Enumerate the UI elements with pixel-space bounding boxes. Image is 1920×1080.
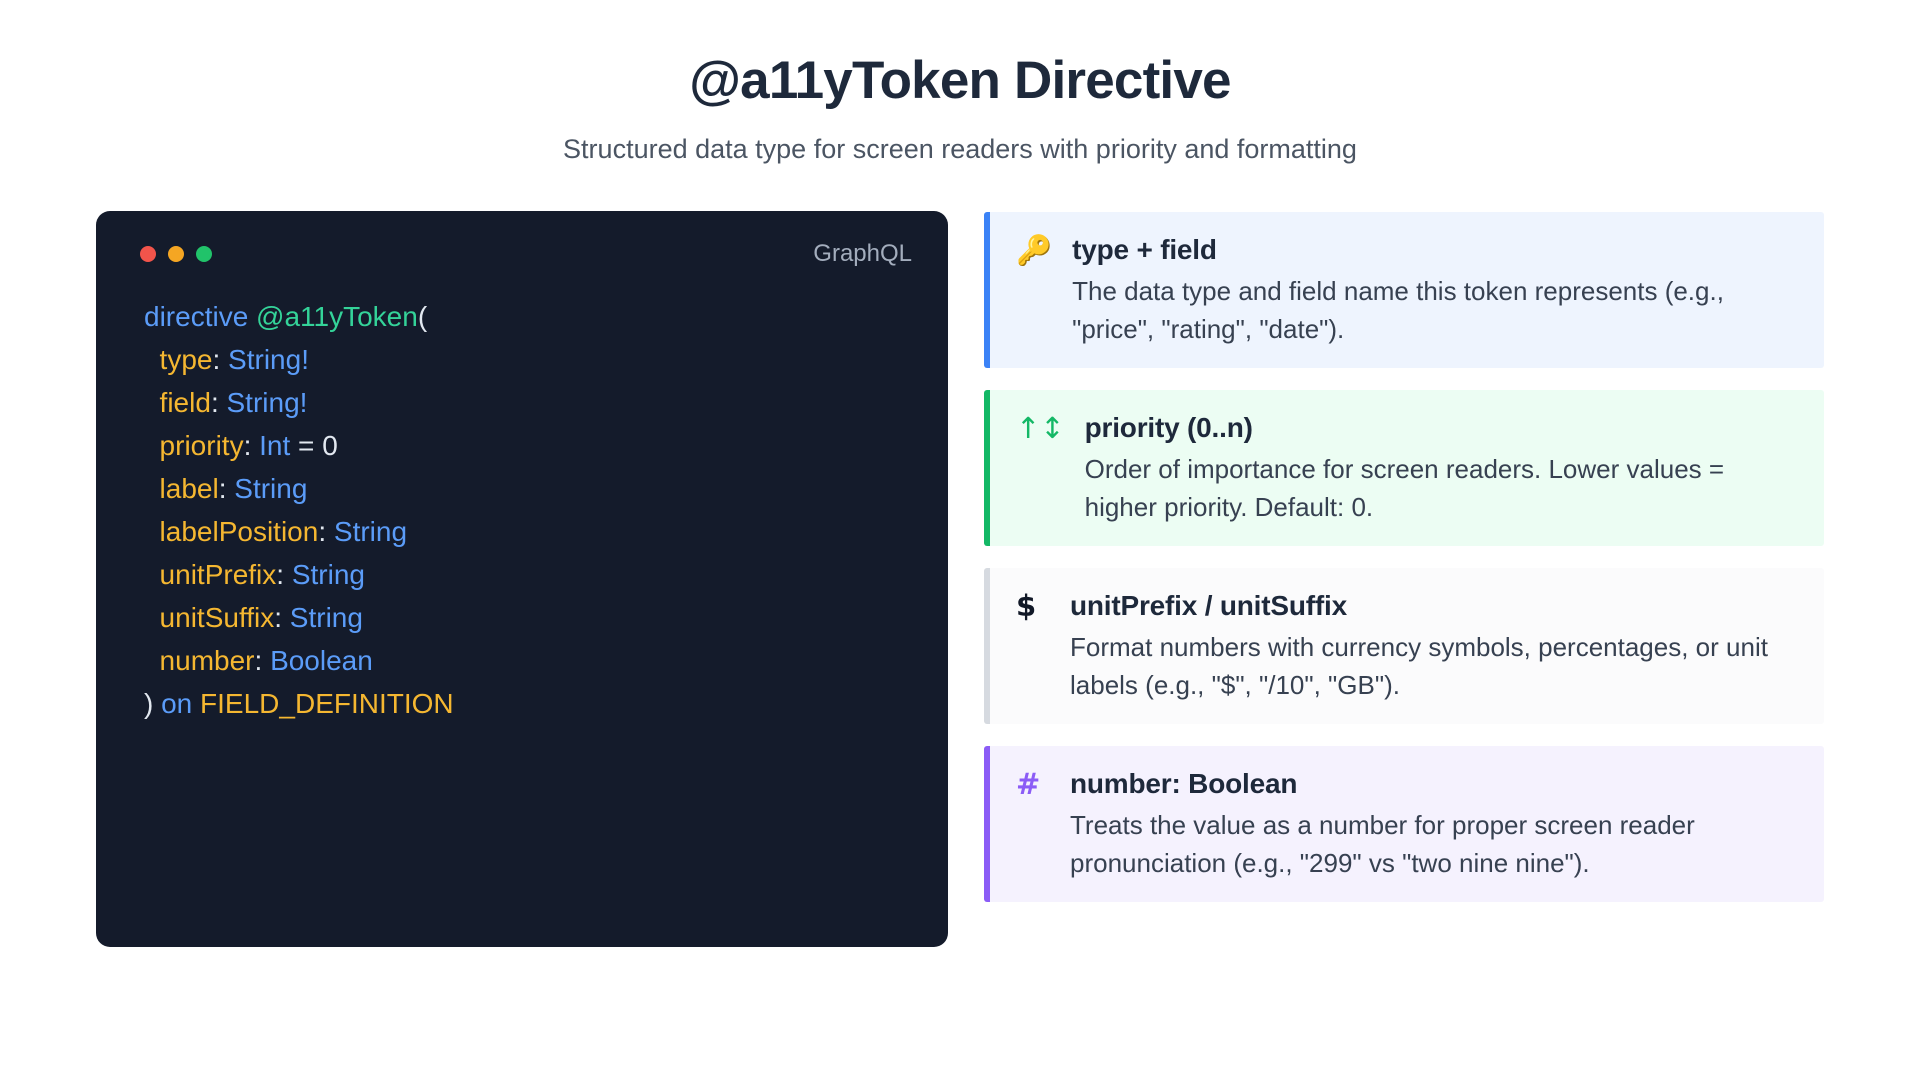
window-close-dot[interactable]: [140, 246, 156, 263]
feature-card-title: number: Boolean: [1070, 768, 1298, 800]
code-token-colon: :: [212, 344, 229, 376]
code-token-argument: label: [144, 473, 219, 505]
feature-card-description: Order of importance for screen readers. …: [1084, 454, 1725, 523]
feature-card-title: unitPrefix / unitSuffix: [1070, 590, 1347, 622]
feature-card: ↑↕ priority (0..n) Order of importance for…: [984, 390, 1824, 547]
sort-numeric-up-icon: ↑↕: [1016, 411, 1065, 446]
dollar-sign-icon: $: [1016, 589, 1037, 624]
window-minimize-dot[interactable]: [168, 246, 184, 263]
code-panel-titlebar: GraphQL: [126, 237, 918, 271]
window-dots: [126, 246, 212, 263]
page-header: @a11yToken Directive Structured data typ…: [96, 51, 1824, 167]
code-token-type: Int: [259, 430, 291, 462]
code-token-number: 0: [322, 430, 338, 462]
code-token-argument: type: [144, 344, 213, 376]
code-line: field: String!: [144, 381, 918, 424]
code-line: number: Boolean: [144, 639, 918, 682]
code-token-colon: :: [274, 602, 290, 634]
code-token-type: String!: [226, 387, 308, 419]
code-token-argument: number: [144, 645, 255, 677]
code-token-type: String!: [228, 344, 309, 376]
code-line: directive @a11yToken(: [144, 295, 918, 338]
main-content: GraphQL directive @a11yToken( type: Stri…: [96, 211, 1824, 948]
code-token-keyword: on: [161, 688, 201, 720]
code-token-type: String: [234, 473, 308, 505]
code-token-argument: unitPrefix: [144, 559, 277, 591]
code-line: labelPosition: String: [144, 510, 918, 553]
code-token-directive-name: @a11yToken: [256, 301, 418, 333]
key-icon: 🔑: [1016, 233, 1053, 268]
code-token-colon: :: [254, 645, 271, 677]
code-line: priority: Int = 0: [144, 424, 918, 467]
code-token-argument: unitSuffix: [144, 602, 275, 634]
feature-card-description: The data type and field name this token …: [1072, 276, 1724, 345]
code-token-type: String: [289, 602, 363, 634]
code-line: ) on FIELD_DEFINITION: [144, 682, 918, 725]
code-line: label: String: [144, 467, 918, 510]
code-line: unitSuffix: String: [144, 596, 918, 639]
page-title: @a11yToken Directive: [689, 51, 1231, 110]
code-panel: GraphQL directive @a11yToken( type: Stri…: [96, 211, 948, 948]
code-token-punctuation: ): [144, 688, 162, 720]
code-token-argument: field: [144, 387, 211, 419]
page-subtitle: Structured data type for screen readers …: [563, 134, 1357, 165]
code-token-colon: :: [318, 516, 334, 548]
feature-card-title: priority (0..n): [1084, 412, 1253, 444]
code-block: directive @a11yToken( type: String! fiel…: [126, 295, 918, 725]
code-token-colon: :: [243, 430, 260, 462]
code-line: type: String!: [144, 338, 918, 381]
code-token-keyword: directive: [144, 301, 257, 333]
code-language-label: GraphQL: [813, 240, 912, 268]
window-maximize-dot[interactable]: [196, 246, 212, 263]
code-line: unitPrefix: String: [144, 553, 918, 596]
code-token-colon: :: [276, 559, 292, 591]
hash-icon: #: [1016, 767, 1041, 802]
code-token-colon: :: [210, 387, 227, 419]
code-token-location: FIELD_DEFINITION: [200, 688, 454, 720]
feature-card-title: type + field: [1072, 234, 1217, 266]
code-token-punctuation: (: [417, 301, 428, 333]
feature-card-description: Format numbers with currency symbols, pe…: [1070, 632, 1768, 701]
feature-card-description: Treats the value as a number for proper …: [1070, 810, 1695, 879]
code-token-colon: :: [218, 473, 235, 505]
code-token-type: String: [291, 559, 365, 591]
code-token-type: Boolean: [270, 645, 373, 677]
feature-card-text: priority (0..n) Order of importance for s…: [1085, 408, 1798, 526]
code-token-equals: =: [290, 430, 323, 462]
code-token-argument: priority: [144, 430, 244, 462]
code-token-argument: labelPosition: [144, 516, 319, 548]
code-token-type: String: [333, 516, 408, 548]
